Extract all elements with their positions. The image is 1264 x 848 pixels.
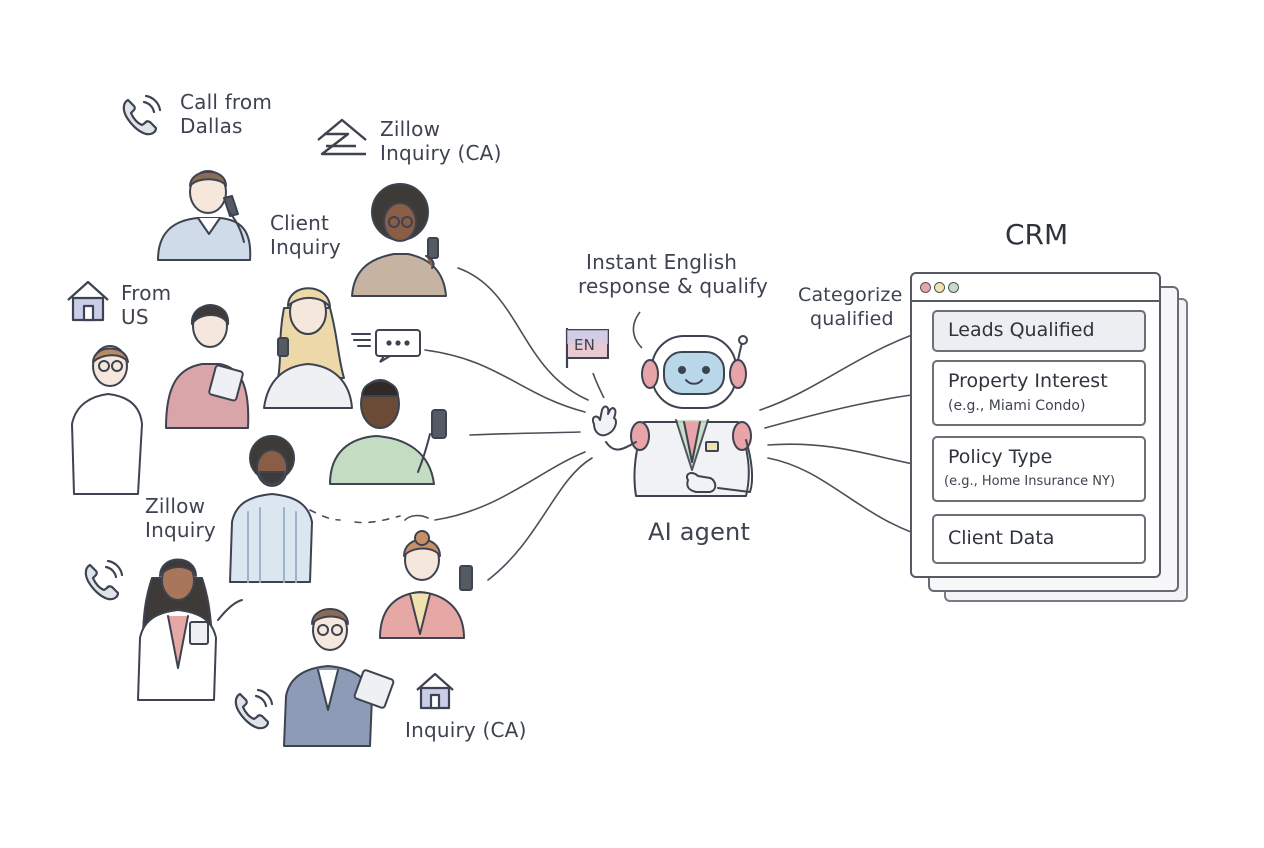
label-instant-response: Instant English response & qualify: [578, 250, 768, 298]
person-green-sweater: [329, 379, 447, 485]
crm-row-property-interest: Property Interest (e.g., Miami Condo): [932, 360, 1146, 426]
house-icon: [67, 280, 109, 322]
label-line: Inquiry (CA): [405, 718, 527, 742]
connector-line: [457, 267, 589, 401]
zillow-logo-icon: [317, 118, 367, 156]
crm-row-title: Leads Qualified: [948, 319, 1095, 341]
label-inquiry-ca: Inquiry (CA): [405, 718, 527, 742]
label-line: Categorize: [798, 284, 903, 306]
window-maximize-dot: [948, 282, 959, 293]
label-line: Call from: [180, 90, 273, 114]
callout-line: [592, 372, 605, 399]
crm-row-subtitle: (e.g., Home Insurance NY): [944, 474, 1116, 489]
person-blazer-tablet: [283, 608, 395, 747]
callout-line: [632, 311, 643, 349]
incoming-connectors: [309, 267, 593, 581]
connector-line: [487, 457, 593, 581]
connector-line: [767, 457, 936, 541]
person-zillow-ca: [351, 183, 447, 297]
label-zillow-ca: Zillow Inquiry (CA): [380, 117, 502, 165]
person-from-us: [165, 304, 250, 429]
label-line: Dallas: [180, 114, 243, 138]
label-from-us: From US: [121, 281, 171, 329]
person-client-inquiry: [263, 287, 353, 409]
crm-row-title: Policy Type: [948, 446, 1053, 468]
connector-line: [469, 431, 581, 436]
label-line: Client: [270, 211, 330, 235]
connector-line: [309, 509, 401, 524]
phone-icon: [234, 688, 274, 730]
label-client-inquiry: Client Inquiry: [270, 211, 341, 259]
label-line: Inquiry (CA): [380, 141, 502, 165]
label-zillow-inquiry: Zillow Inquiry: [145, 494, 216, 542]
label-line: US: [121, 305, 149, 329]
crm-row-policy-type: Policy Type (e.g., Home Insurance NY): [932, 436, 1146, 502]
connector-arrow: [759, 322, 938, 411]
person-white-coat: [137, 558, 243, 701]
label-line: From: [121, 281, 172, 305]
phone-icon: [122, 94, 162, 136]
label-categorize: Categorize qualified: [798, 283, 903, 331]
crm-row-leads-qualified: Leads Qualified: [932, 310, 1146, 352]
phone-icon: [84, 559, 124, 601]
chat-bubble-icon: [351, 329, 421, 363]
crm-row-client-data: Client Data: [932, 514, 1146, 564]
connector-line: [434, 451, 586, 521]
flag-icon: [565, 328, 609, 368]
outgoing-connectors: [759, 322, 938, 541]
house-icon: [416, 672, 454, 710]
label-ai-agent: AI agent: [648, 518, 751, 546]
person-man-glasses: [71, 345, 143, 495]
label-line: Inquiry: [145, 518, 216, 542]
label-line: response & qualify: [578, 274, 769, 298]
person-caller-dallas: [157, 170, 252, 261]
window-minimize-dot: [934, 282, 945, 293]
label-line: qualified: [810, 308, 894, 330]
label-line: Instant English: [586, 250, 738, 274]
crm-row-subtitle: (e.g., Miami Condo): [948, 398, 1086, 414]
robot-icon: [591, 335, 754, 497]
window-close-dot: [920, 282, 931, 293]
person-zillow-inquiry: [229, 435, 313, 583]
crm-row-title: Property Interest: [948, 370, 1108, 392]
person-red-cardigan: [379, 530, 473, 639]
crm-title: CRM: [1005, 218, 1069, 251]
flag-label: EN: [574, 336, 596, 354]
label-line: Inquiry: [270, 235, 341, 259]
crm-titlebar: [912, 274, 1159, 302]
crm-window: Leads Qualified Property Interest (e.g.,…: [910, 272, 1161, 578]
label-line: Zillow: [145, 494, 206, 518]
connector-line: [404, 514, 429, 521]
connector-line: [424, 349, 586, 413]
label-call-dallas: Call from Dallas: [180, 90, 272, 138]
label-line: Zillow: [380, 117, 441, 141]
crm-row-title: Client Data: [948, 527, 1055, 549]
